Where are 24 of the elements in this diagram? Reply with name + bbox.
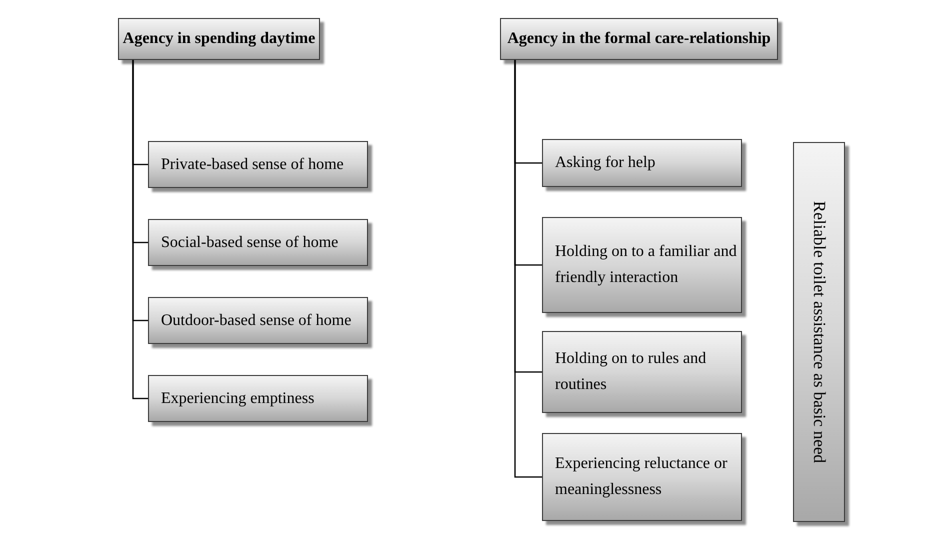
theme-label: Experiencing emptiness [161,388,314,409]
theme-label: Experiencing reluctance or meaninglessness [555,454,728,500]
category-box [500,18,778,60]
theme-label: Private-based sense of home [161,154,344,175]
theme-label: Asking for help [555,153,656,174]
theme-label: Holding on to rules and routines [555,349,708,395]
theme-box [148,375,368,422]
category-title: Agency in spending daytime [122,29,316,49]
vertical-theme-box [793,142,845,522]
theme-label: Outdoor-based sense of home [161,310,352,331]
theme-box [148,219,368,266]
theme-label: Holding on to a familiar and friendly interaction [555,242,737,288]
vertical-theme-label: Reliable toilet assistance as basic need [808,201,830,463]
theme-box [542,139,742,187]
theme-box [148,141,368,188]
category-title: Agency in the formal care-relationship [507,29,771,49]
theme-box [148,297,368,344]
tree-connector [132,60,148,400]
theme-box [542,433,742,521]
theme-box [542,331,742,413]
tree-connector [514,60,542,478]
category-box [118,18,320,60]
theme-box [542,217,742,313]
theme-label: Social-based sense of home [161,232,338,253]
